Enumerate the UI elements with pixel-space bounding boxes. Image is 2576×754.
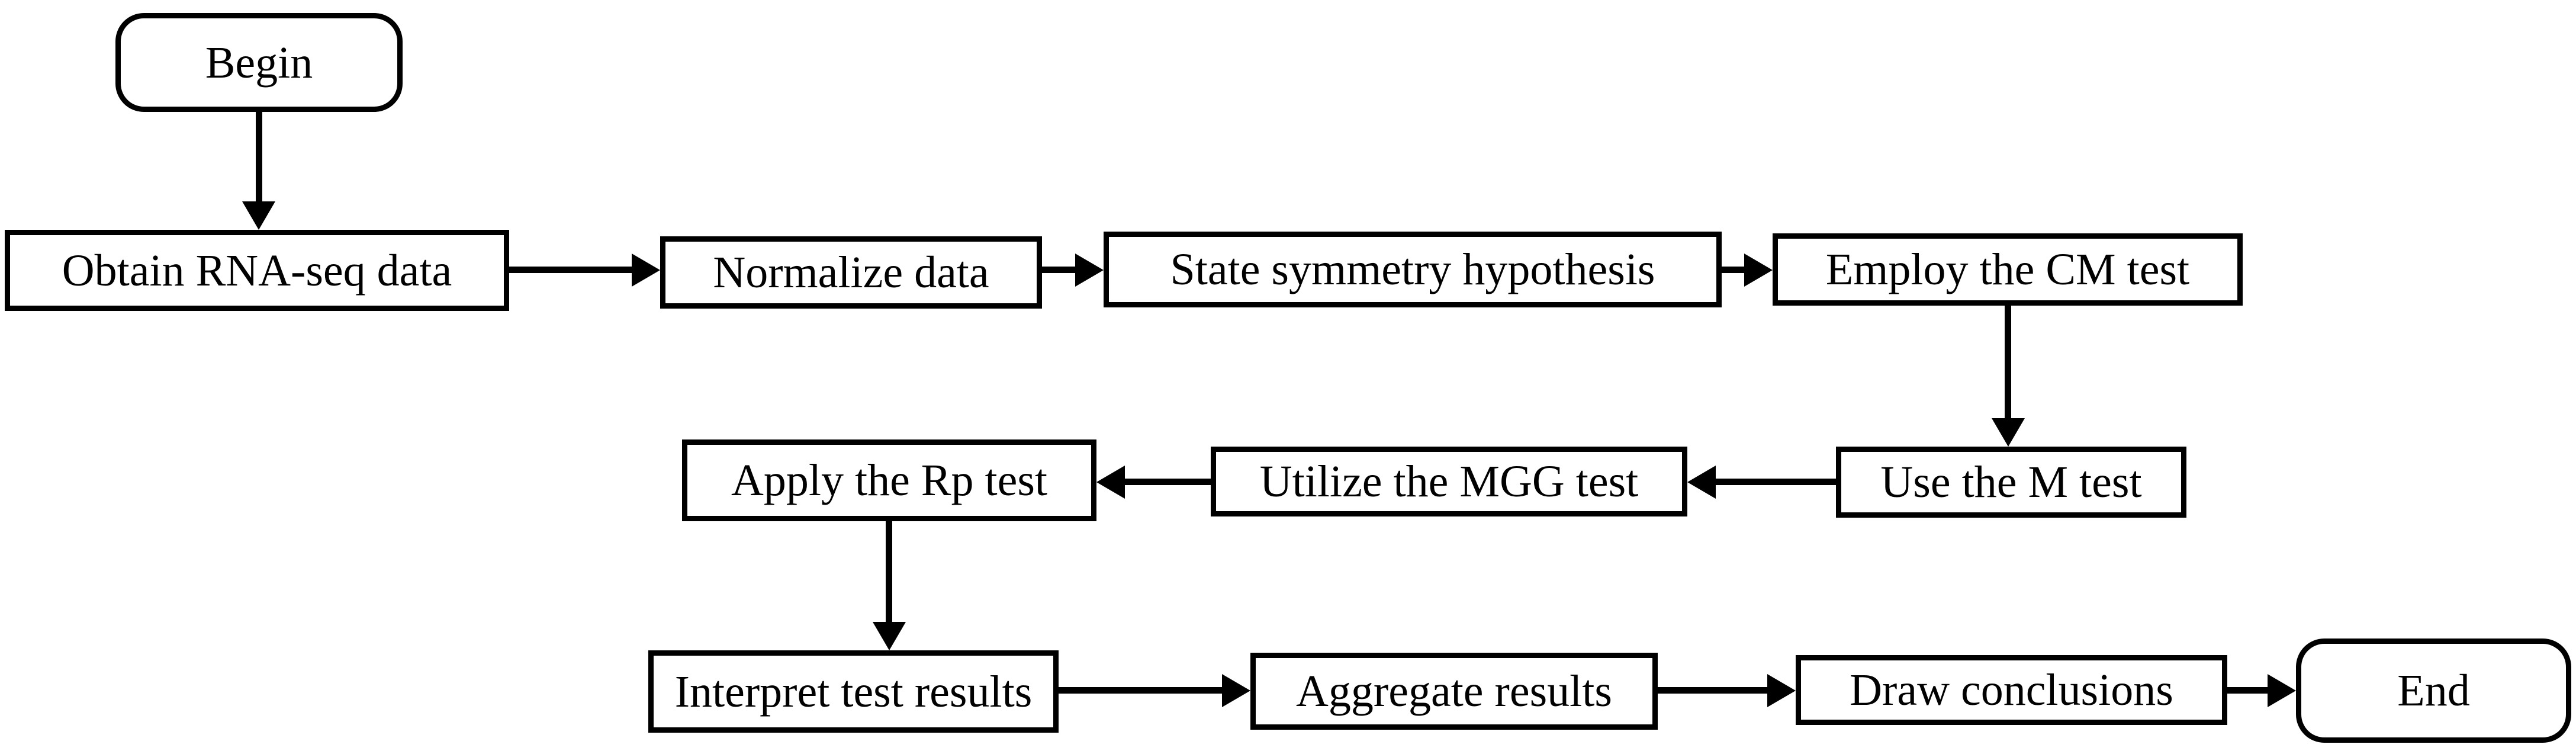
edge-begin-obtain-arrowhead (242, 201, 275, 230)
node-interpret-label: Interpret test results (674, 666, 1033, 717)
node-aggregate-label: Aggregate results (1296, 666, 1612, 716)
edge-interpret-aggregate-arrowhead (1222, 674, 1250, 707)
edge-normalize-hypothesis-line (1042, 267, 1075, 273)
node-normalize: Normalize data (660, 236, 1042, 309)
edge-cm-m-line (2005, 306, 2011, 418)
edge-mgg-rp-arrowhead (1096, 466, 1125, 499)
edge-obtain-normalize-arrowhead (632, 254, 660, 287)
edge-cm-m-arrowhead (1992, 418, 2025, 447)
node-end: End (2296, 639, 2571, 743)
node-hypothesis: State symmetry hypothesis (1104, 232, 1722, 307)
edge-m-mgg-line (1716, 479, 1836, 485)
node-begin: Begin (115, 13, 403, 112)
node-hypothesis-label: State symmetry hypothesis (1170, 245, 1655, 294)
node-begin-label: Begin (205, 37, 313, 88)
edge-rp-interpret-arrowhead (873, 622, 906, 650)
edge-normalize-hypothesis-arrowhead (1075, 254, 1104, 287)
node-obtain-data: Obtain RNA-seq data (5, 230, 509, 311)
node-mgg-test-label: Utilize the MGG test (1259, 457, 1639, 506)
edge-begin-obtain-line (256, 112, 262, 201)
node-interpret: Interpret test results (648, 650, 1059, 733)
node-cm-test-label: Employ the CM test (1825, 245, 2190, 294)
node-rp-test: Apply the Rp test (682, 439, 1096, 521)
node-rp-test-label: Apply the Rp test (731, 455, 1048, 505)
edge-m-mgg-arrowhead (1687, 466, 1716, 499)
edge-aggregate-conclusions-line (1658, 687, 1767, 694)
edge-conclusions-end-arrowhead (2268, 674, 2296, 707)
node-mgg-test: Utilize the MGG test (1211, 447, 1687, 516)
edge-hypothesis-cm-line (1722, 267, 1744, 273)
edge-aggregate-conclusions-arrowhead (1767, 674, 1796, 707)
node-cm-test: Employ the CM test (1773, 233, 2243, 306)
edge-conclusions-end-line (2227, 687, 2268, 694)
edge-rp-interpret-line (886, 521, 892, 622)
edge-hypothesis-cm-arrowhead (1744, 254, 1773, 287)
edge-interpret-aggregate-line (1059, 687, 1222, 694)
node-m-test-label: Use the M test (1880, 457, 2142, 507)
node-end-label: End (2397, 666, 2470, 716)
node-aggregate: Aggregate results (1250, 653, 1658, 730)
node-obtain-data-label: Obtain RNA-seq data (62, 245, 452, 296)
node-conclusions-label: Draw conclusions (1850, 665, 2173, 715)
node-normalize-label: Normalize data (713, 248, 989, 297)
node-m-test: Use the M test (1836, 447, 2186, 518)
node-conclusions: Draw conclusions (1796, 655, 2227, 725)
edge-mgg-rp-line (1125, 479, 1211, 485)
edge-obtain-normalize-line (509, 267, 632, 273)
